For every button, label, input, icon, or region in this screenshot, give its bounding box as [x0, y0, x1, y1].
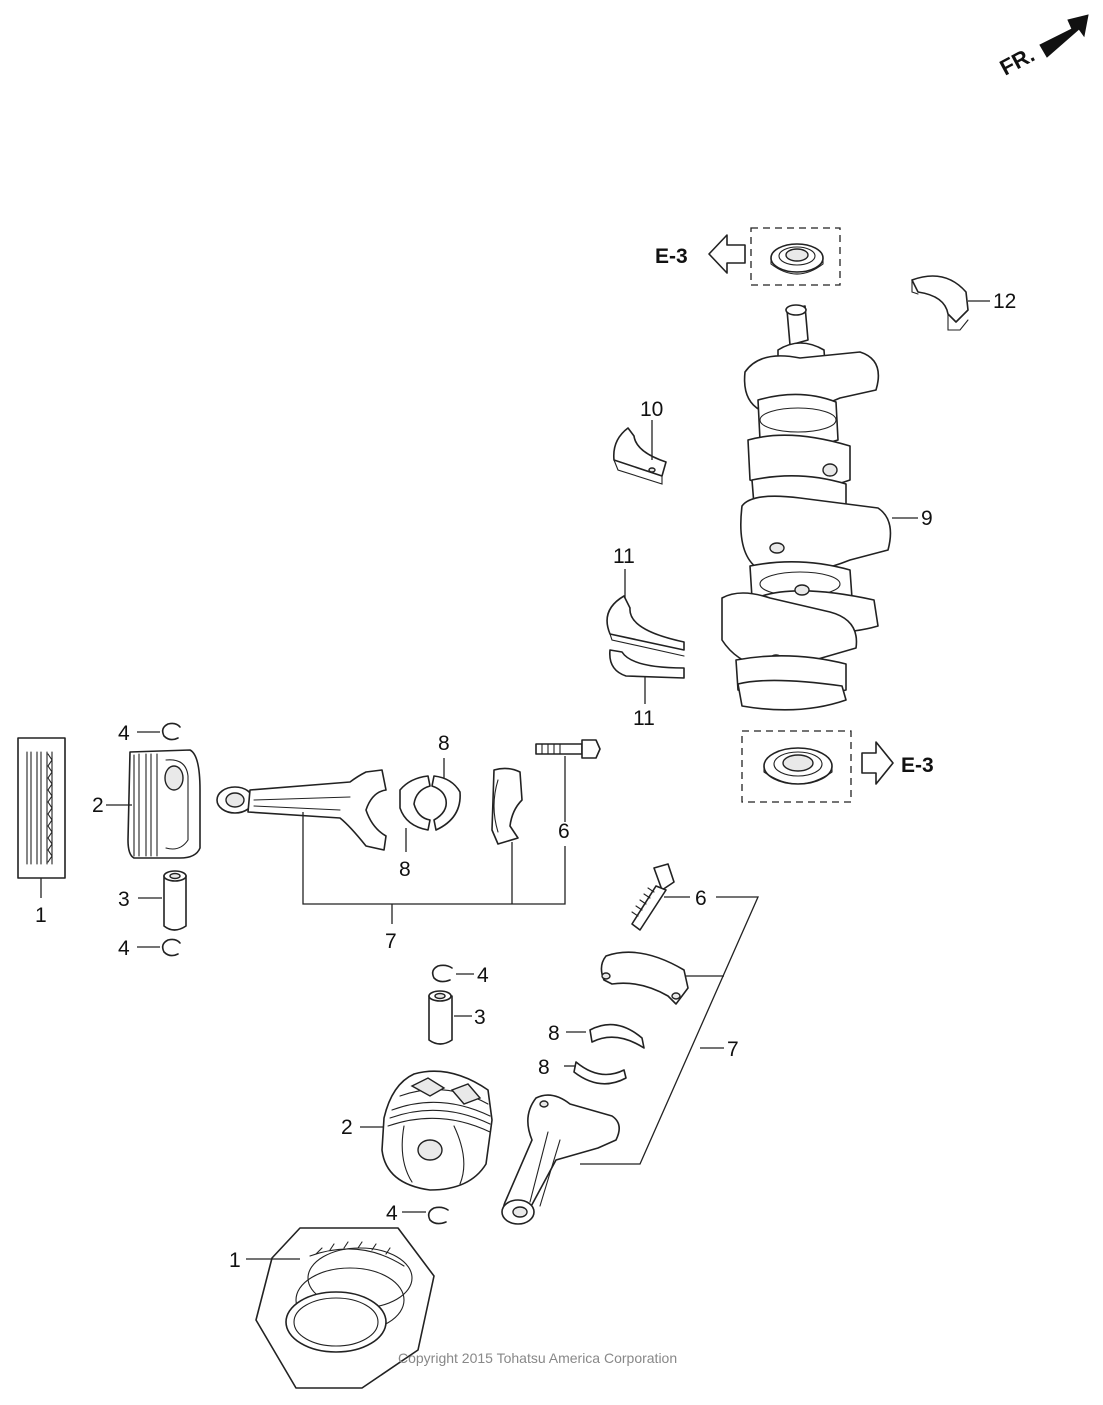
- connecting-rod-bottom-7: 7: [501, 896, 759, 1225]
- callout-10: 10: [640, 398, 663, 421]
- front-direction-indicator: FR.: [996, 14, 1089, 81]
- callout-11-top: 11: [613, 545, 635, 568]
- callout-8-top-b: 8: [399, 858, 411, 881]
- callout-8-bottom-a: 8: [548, 1022, 560, 1045]
- lower-oil-seal: [763, 747, 833, 785]
- callout-7-bottom: 7: [727, 1038, 739, 1061]
- front-arrow-icon: [1039, 14, 1089, 58]
- rod-bolt-bottom-6: 6: [631, 863, 707, 931]
- rod-bolt-top-6: [535, 739, 601, 759]
- callout-12: 12: [993, 290, 1016, 313]
- piston-ring-set-bottom-1: 1: [229, 1227, 435, 1389]
- callout-4-bottom-a: 4: [477, 964, 489, 987]
- copyright-notice: Copyright 2015 Tohatsu America Corporati…: [398, 1350, 677, 1366]
- upper-ref-arrow-icon: [708, 234, 746, 274]
- callout-2-bottom: 2: [341, 1116, 353, 1139]
- piston-pin-top-3: 3: [118, 870, 187, 931]
- rod-bearing-bottom-8a: 8: [548, 1022, 645, 1049]
- callout-6-top: 6: [558, 820, 570, 843]
- piston-pin-clip-bottom-4b: 4: [386, 1202, 449, 1225]
- piston-pin-bottom-3: 3: [428, 990, 486, 1045]
- callout-8-bottom-b: 8: [538, 1056, 550, 1079]
- thrust-bearing-12: 12: [911, 275, 1016, 331]
- piston-pin-clip-top-4b: 4: [118, 937, 181, 960]
- callout-1-top: 1: [35, 904, 47, 927]
- callout-8-top-a: 8: [438, 732, 450, 755]
- piston-bottom-2: 2: [341, 1070, 493, 1191]
- lower-seal-dashed-box: [741, 730, 852, 803]
- callout-4-top-b: 4: [118, 937, 130, 960]
- lower-ref-arrow-icon: [861, 741, 894, 785]
- lower-oil-seal-group: E-3: [741, 730, 934, 803]
- upper-ref-label: E-3: [655, 245, 688, 268]
- callout-4-bottom-b: 4: [386, 1202, 398, 1225]
- callout-6-bottom: 6: [695, 887, 707, 910]
- callout-11-bottom: 11: [633, 707, 655, 730]
- callout-3-top: 3: [118, 888, 130, 911]
- upper-oil-seal-group: E-3: [655, 227, 841, 286]
- piston-top-2: 2: [92, 749, 201, 859]
- crankshaft-9: 9: [721, 304, 933, 711]
- rod-cap-bottom: [600, 951, 689, 1005]
- piston-ring-set-top-1: 1: [17, 737, 66, 927]
- main-bearing-10: 10: [612, 398, 667, 485]
- callout-2-top: 2: [92, 794, 104, 817]
- front-label: FR.: [996, 42, 1039, 81]
- upper-oil-seal: [770, 243, 824, 275]
- piston-pin-clip-top-4a: 4: [118, 722, 181, 745]
- thrust-bearing-11: 11 11: [606, 545, 685, 730]
- callout-7-top: 7: [385, 930, 397, 953]
- callout-3-bottom: 3: [474, 1006, 486, 1029]
- connecting-rod-top-7: 6 8 8 7: [216, 732, 601, 953]
- piston-pin-clip-bottom-4a: 4: [431, 964, 489, 987]
- callout-1-bottom: 1: [229, 1249, 241, 1272]
- rod-bearing-bottom-8b: 8: [538, 1056, 627, 1085]
- lower-ref-label: E-3: [901, 754, 934, 777]
- callout-4-top-a: 4: [118, 722, 130, 745]
- callout-9: 9: [921, 507, 933, 530]
